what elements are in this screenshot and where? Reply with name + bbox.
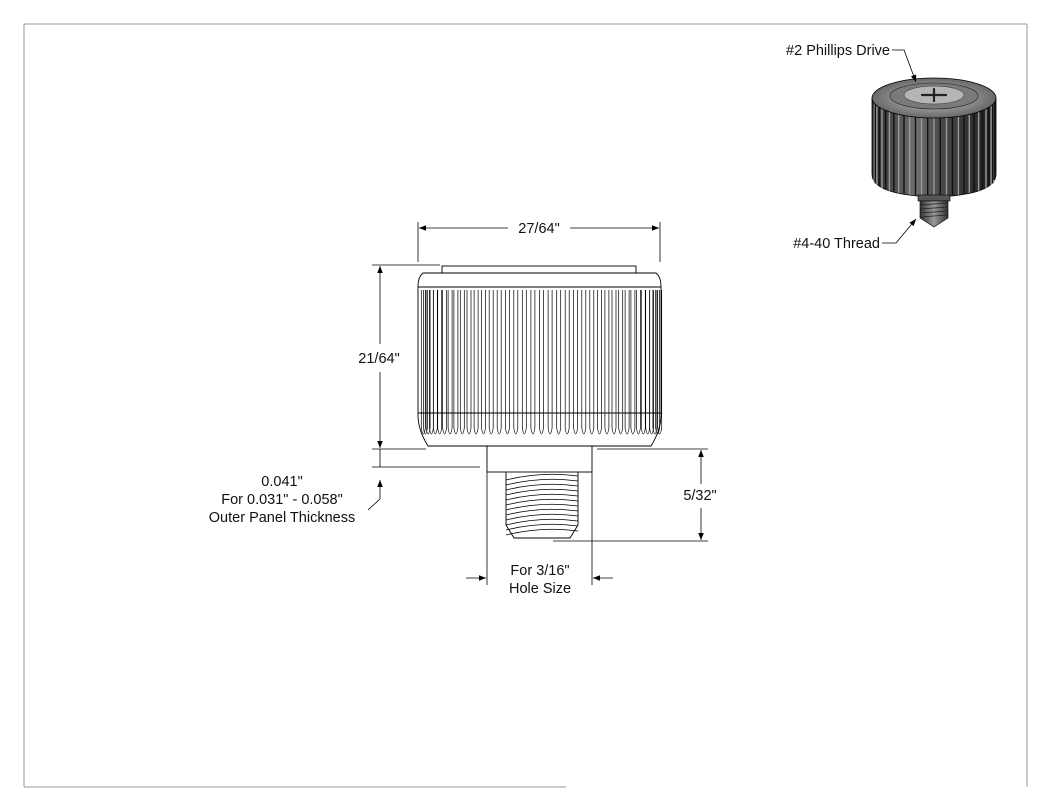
thread-crest [505,523,579,536]
thread-crest [505,493,579,506]
panel-dimension-line2: For 0.031" - 0.058" [221,492,343,508]
knurl-ridge [624,290,630,435]
knurl-ridge [547,290,553,435]
thread-crest [505,483,579,496]
thread-crest [505,473,579,486]
screw-top-cap [441,265,637,274]
knurl-ridge [611,290,617,435]
phillips-drive-icon [920,87,948,103]
knurl-ridge [423,290,428,435]
knurl-ridge [453,290,459,435]
knurl-ridge [437,290,443,435]
width-dimension: 27/64" [518,221,559,237]
knurl-ridge [447,290,453,435]
thread-crest [505,503,579,516]
hole-size-line1: For 3/16" [510,563,569,579]
screw-shoulder [486,445,593,473]
thread-length-dimension: 5/32" [683,488,716,504]
panel-dimension-line3: Outer Panel Thickness [209,510,355,526]
knurl-ridge [645,290,651,435]
knurl-ridge [636,290,641,435]
knurl-ridge [539,290,544,435]
drive-callout: #2 Phillips Drive [786,43,890,59]
sheet-border [23,23,1028,788]
knurl-ridge [556,290,562,435]
callout-leaders [882,49,917,244]
knurl-ridge [505,290,510,435]
screw-side-view [417,265,663,539]
knurl-ridge [589,290,595,435]
iso-knurl-ridges [873,98,995,196]
knurl-ridge [640,290,646,435]
thread-outline [505,472,579,539]
thread-callout: #4-40 Thread [793,236,880,252]
knurl-ridge [473,290,479,435]
knurl-ridge [420,290,426,435]
knurl-ridge [513,290,519,435]
knurl-ridge [655,290,660,435]
knurl-ridge [466,290,472,435]
knurl-ridge [604,290,610,435]
knurl-ridge [597,290,602,435]
knurl-ridge [496,290,502,435]
thread-crest [505,513,579,526]
knurl-ridge [442,290,447,435]
knurl-ridge [573,290,578,435]
screw-head-outline [417,272,662,447]
panel-dimension-line1: 0.041" [261,474,302,490]
height-dimension: 21/64" [358,351,399,367]
screw-iso-view [871,77,997,228]
knurl-ridge [630,290,636,435]
knurl-ridge [618,290,624,435]
knurl-ridge [488,290,494,435]
knurl-ridge [564,290,570,435]
knurl-ridge [481,290,486,435]
knurl-ridge [432,290,438,435]
screw-thread [505,472,579,539]
knurl-ridge [530,290,536,435]
knurl-ridge [459,290,465,435]
knurl-ridge [581,290,587,435]
knurl-ridges [420,290,663,435]
knurl-ridge [425,290,431,435]
knurl-ridge [649,290,654,435]
knurl-ridge [521,290,527,435]
hole-size-line2: Hole Size [509,581,571,597]
knurl-ridge [657,290,663,435]
knurl-ridge [652,290,658,435]
dimension-lines [367,222,708,585]
